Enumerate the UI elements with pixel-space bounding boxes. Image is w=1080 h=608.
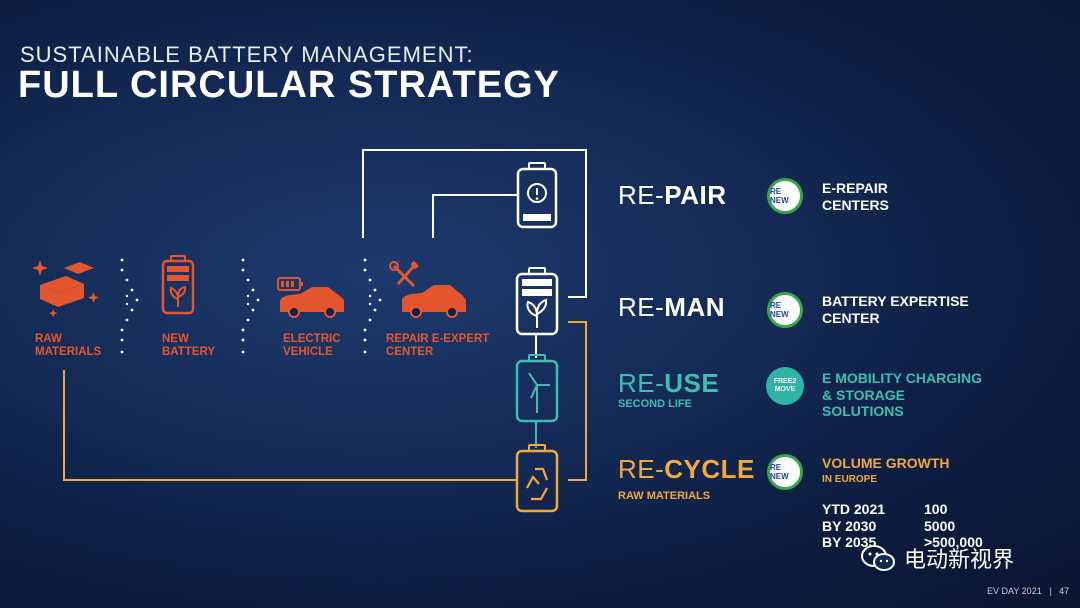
flow-step-raw-materials: RAW MATERIALS <box>35 333 101 359</box>
strategy-prefix: RE- <box>618 454 665 484</box>
alert-battery-icon <box>516 162 558 229</box>
flow-label-line2: CENTER <box>386 346 434 358</box>
flow-label-line1: RAW <box>35 333 62 345</box>
repair-car-icon <box>389 260 466 318</box>
strategy-keyword: USE <box>664 368 720 398</box>
repair-loop-inner-line <box>432 194 518 238</box>
repair-loop-outer-line <box>362 149 587 298</box>
strategy-keyword: CYCLE <box>664 454 755 484</box>
volume-stats: YTD 2021 100 BY 2030 5000 BY 2035 >500,0… <box>822 501 983 551</box>
raw-materials-icon <box>32 260 99 318</box>
desc-line: & STORAGE <box>822 386 905 403</box>
flow-step-new-battery: NEW BATTERY <box>162 333 215 359</box>
stat-row: YTD 2021 100 <box>822 501 983 518</box>
footer-event: EV DAY 2021 <box>987 586 1042 596</box>
strategy-repair-title: RE-PAIR <box>618 180 726 210</box>
stat-row: BY 2030 5000 <box>822 518 983 535</box>
reman-battery-icon <box>515 267 559 336</box>
flow-label-line1: NEW <box>162 333 189 345</box>
dotted-separator-3 <box>363 258 382 354</box>
desc-line: CENTERS <box>822 196 889 213</box>
strategy-prefix: RE- <box>618 292 665 322</box>
stat-row: BY 2035 >500,000 <box>822 534 983 551</box>
desc-line: CENTER <box>822 309 880 326</box>
stat-label: BY 2030 <box>822 517 877 534</box>
stat-value: >500,000 <box>924 534 983 550</box>
reuse-loop-line <box>568 321 587 481</box>
battery-leaf-icon <box>161 255 195 315</box>
strategy-reman-desc: BATTERY EXPERTISE CENTER <box>822 293 969 326</box>
strategy-reman-title: RE-MAN <box>618 292 725 322</box>
slide-title: FULL CIRCULAR STRATEGY <box>18 64 561 106</box>
renew-logo: RE NEW <box>767 292 803 328</box>
flow-label-line2: BATTERY <box>162 346 216 358</box>
desc-line: SOLUTIONS <box>822 403 904 419</box>
strategy-recycle-subtitle: RAW MATERIALS <box>618 490 711 502</box>
strategy-recycle-desc: VOLUME GROWTH IN EUROPE <box>822 455 950 488</box>
flow-label-line2: MATERIALS <box>35 346 102 358</box>
dotted-separator-2 <box>241 258 260 354</box>
strategy-keyword: PAIR <box>664 180 727 210</box>
slide-subtitle: SUSTAINABLE BATTERY MANAGEMENT: <box>20 42 474 67</box>
strategy-reuse-desc: E MOBILITY CHARGING & STORAGE SOLUTIONS <box>822 370 982 420</box>
wechat-icon <box>861 545 895 571</box>
desc-subline: IN EUROPE <box>822 473 878 485</box>
flow-label-line1: REPAIR E-EXPERT <box>386 333 490 345</box>
flow-step-repair-center: REPAIR E-EXPERT CENTER <box>386 333 489 359</box>
reuse-battery-icon <box>515 354 559 423</box>
stat-label: YTD 2021 <box>822 501 886 517</box>
strategy-reuse-title: RE-USE <box>618 368 719 398</box>
footer-divider: | <box>1049 586 1052 596</box>
renew-logo: RE NEW <box>767 178 803 214</box>
page-number: 47 <box>1059 586 1070 596</box>
recycle-battery-icon <box>515 444 559 513</box>
flow-label-line2: VEHICLE <box>283 346 333 358</box>
stat-label: BY 2035 <box>822 534 877 550</box>
strategy-repair-desc: E-REPAIR CENTERS <box>822 180 889 213</box>
strategy-prefix: RE- <box>618 180 665 210</box>
desc-line: BATTERY EXPERTISE <box>822 293 969 309</box>
strategy-recycle-title: RE-CYCLE <box>618 454 755 484</box>
stat-value: 5000 <box>924 517 956 534</box>
desc-line: E-REPAIR <box>822 180 888 196</box>
desc-line: VOLUME GROWTH <box>822 455 950 471</box>
strategy-prefix: RE- <box>618 368 665 398</box>
flow-step-electric-vehicle: ELECTRIC VEHICLE <box>283 333 341 359</box>
flow-label-line1: ELECTRIC <box>283 333 341 345</box>
stat-value: 100 <box>924 501 948 517</box>
strategy-reuse-subtitle: SECOND LIFE <box>618 398 692 410</box>
recycle-return-line <box>63 370 517 481</box>
renew-logo: RE NEW <box>767 454 803 490</box>
watermark-text: 电动新视界 <box>904 548 1015 573</box>
electric-car-icon <box>277 277 344 318</box>
footer: EV DAY 2021 | 47 <box>987 586 1069 596</box>
strategy-keyword: MAN <box>664 292 725 322</box>
wechat-watermark: 电动新视界 <box>860 542 1014 574</box>
free2move-logo: FREE2 MOVE <box>766 367 804 405</box>
dotted-separator-1 <box>120 258 139 354</box>
desc-line: E MOBILITY CHARGING <box>822 370 982 386</box>
